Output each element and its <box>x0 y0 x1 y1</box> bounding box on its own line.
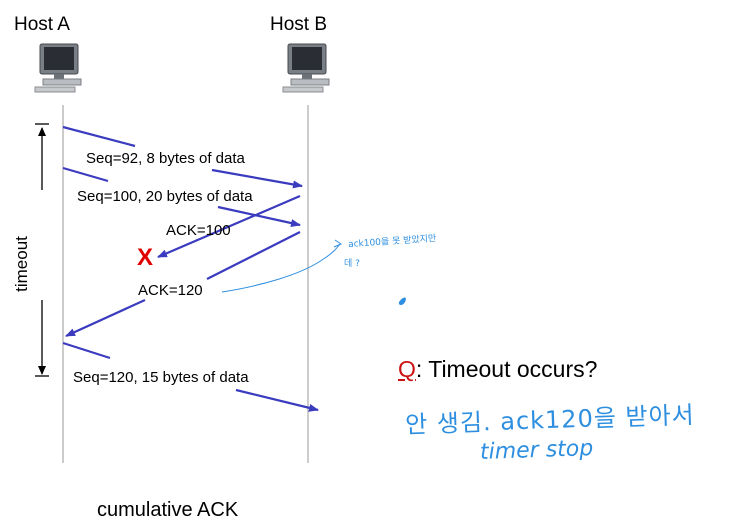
question-q-letter: Q <box>398 356 416 382</box>
seg100-label: Seq=100, 20 bytes of data <box>77 188 253 205</box>
seg92-label: Seq=92, 8 bytes of data <box>86 150 245 167</box>
seg92-arrow-tail <box>211 168 303 189</box>
seg92-arrow <box>62 125 136 148</box>
handwritten-note-line2: 데 ? <box>344 259 360 269</box>
seg120-arrow-top <box>62 341 111 360</box>
host-a-computer-icon <box>34 43 82 93</box>
handwritten-answer-line2: timer stop <box>479 436 594 465</box>
seg120-label: Seq=120, 15 bytes of data <box>73 369 249 386</box>
question-text: Q: Timeout occurs? <box>398 356 597 383</box>
ack120-arrow-top <box>206 231 301 280</box>
timeout-label: timeout <box>12 230 32 298</box>
diagram-caption: cumulative ACK <box>97 499 239 521</box>
question-body: : Timeout occurs? <box>415 356 598 382</box>
annotation-arrow <box>221 243 341 293</box>
ack100-label: ACK=100 <box>166 222 231 239</box>
annotation-arrowhead <box>333 239 343 248</box>
ack120-label: ACK=120 <box>138 282 203 299</box>
seg120-arrow-tail <box>235 388 319 412</box>
host-a-label: Host A <box>14 14 70 35</box>
host-b-computer-icon <box>282 43 330 93</box>
seg100-arrow <box>62 166 109 183</box>
ack120-arrow-bottom <box>65 298 146 338</box>
lost-ack-marker: X <box>137 244 154 271</box>
annotation-squiggle <box>398 297 406 305</box>
host-b-label: Host B <box>270 14 328 35</box>
seg100-arrow-tail <box>217 205 301 227</box>
ack100-arrow <box>157 194 301 259</box>
